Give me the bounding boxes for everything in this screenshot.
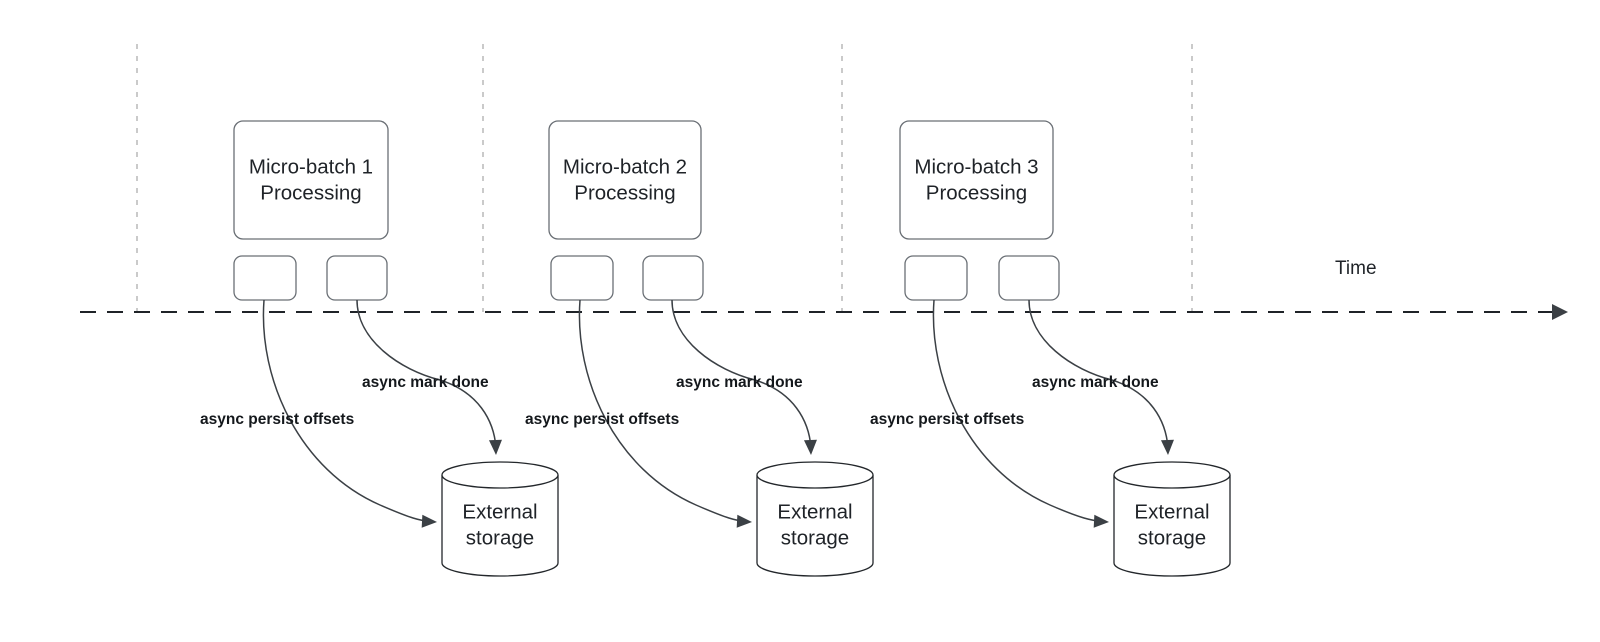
- storage-label-line2-1: storage: [466, 526, 534, 549]
- process-box-label-line1-2: Micro-batch 2: [563, 155, 687, 178]
- time-axis: [80, 304, 1568, 320]
- edge-label-markdone-2: async mark done: [676, 374, 803, 391]
- edge-arrowhead-persist-1: [421, 514, 437, 528]
- edge-arrowhead-persist-2: [736, 514, 752, 528]
- storage-label-line2-2: storage: [781, 526, 849, 549]
- storage-label-line1-2: External: [777, 500, 852, 523]
- storage-cylinder-top-2: [756, 461, 874, 489]
- process-box-label-line2-3: Processing: [926, 181, 1027, 204]
- edge-arrowhead-persist-3: [1093, 514, 1109, 528]
- storage-label-line1-3: External: [1134, 500, 1209, 523]
- process-box-3[interactable]: [899, 120, 1054, 240]
- time-axis-label: Time: [1335, 258, 1377, 279]
- edge-label-markdone-1: async mark done: [362, 374, 489, 391]
- edge-persist-2: [578, 299, 750, 523]
- batch-group-2: Micro-batch 2 Processing async persist off…: [525, 120, 874, 577]
- storage-cylinder-body-2[interactable]: [756, 475, 874, 577]
- task-slot-2-1[interactable]: [550, 255, 614, 301]
- process-box-label-line1-1: Micro-batch 1: [249, 155, 373, 178]
- edge-markdone-2: [671, 299, 812, 449]
- storage-cylinder-top-1: [441, 461, 559, 489]
- process-box-2[interactable]: [548, 120, 702, 240]
- edge-label-persist-2: async persist offsets: [525, 411, 679, 428]
- edge-markdone-3: [1028, 299, 1169, 449]
- storage-cylinder-top-3: [1113, 461, 1231, 489]
- edge-arrowhead-markdone-2: [803, 439, 817, 455]
- edge-markdone-1: [356, 299, 497, 449]
- task-slot-2-2[interactable]: [642, 255, 704, 301]
- batch-boundary-guides: [136, 44, 1193, 312]
- task-slot-1-1[interactable]: [233, 255, 297, 301]
- edge-label-markdone-3: async mark done: [1032, 374, 1159, 391]
- storage-label-line2-3: storage: [1138, 526, 1206, 549]
- time-axis-arrowhead: [1552, 304, 1568, 320]
- process-box-label-line2-2: Processing: [574, 181, 675, 204]
- edge-label-persist-1: async persist offsets: [200, 411, 354, 428]
- edge-arrowhead-markdone-1: [488, 439, 502, 455]
- storage-cylinder-body-3[interactable]: [1113, 475, 1231, 577]
- process-box-1[interactable]: [233, 120, 389, 240]
- storage-label-line1-1: External: [462, 500, 537, 523]
- task-slot-1-2[interactable]: [326, 255, 388, 301]
- edge-arrowhead-markdone-3: [1160, 439, 1174, 455]
- edge-persist-3: [932, 299, 1107, 523]
- batch-group-1: Micro-batch 1 Processing async persist off…: [200, 120, 559, 577]
- storage-cylinder-body-1[interactable]: [441, 475, 559, 577]
- batch-groups: Micro-batch 1 Processing async persist off…: [200, 120, 1231, 577]
- batch-group-3: Micro-batch 3 Processing async persist off…: [870, 120, 1231, 577]
- process-box-label-line2-1: Processing: [260, 181, 361, 204]
- edge-persist-1: [262, 299, 435, 523]
- task-slot-3-1[interactable]: [904, 255, 968, 301]
- process-box-label-line1-3: Micro-batch 3: [914, 155, 1038, 178]
- edge-label-persist-3: async persist offsets: [870, 411, 1024, 428]
- task-slot-3-2[interactable]: [998, 255, 1060, 301]
